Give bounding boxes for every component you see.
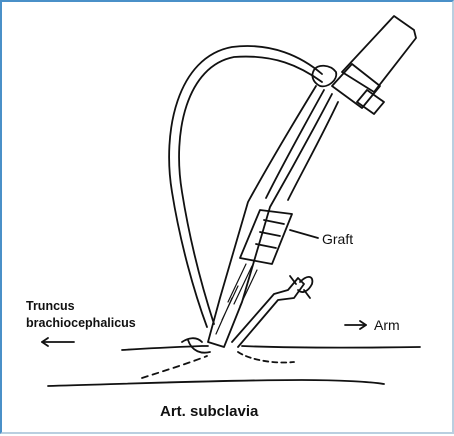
clamp-instrument (232, 278, 304, 347)
art-subclavia-label: Art. subclavia (160, 403, 259, 420)
handle-band (332, 64, 380, 108)
truncus-label-line1: Truncus (26, 299, 75, 313)
incision-dashed-left (142, 356, 207, 378)
vessel-lower-wall (48, 380, 384, 386)
graft-leader (290, 230, 318, 238)
handle-collar (357, 90, 384, 114)
handle-body (342, 16, 416, 92)
incision-dashed-right (238, 352, 294, 363)
truncus-label-line2: brachiocephalicus (26, 316, 136, 330)
cable-loop (169, 46, 322, 327)
instrument-shaft (208, 86, 332, 347)
graft-label: Graft (322, 231, 353, 247)
vessel-upper-wall (122, 346, 420, 350)
arm-label: Arm (374, 317, 400, 333)
